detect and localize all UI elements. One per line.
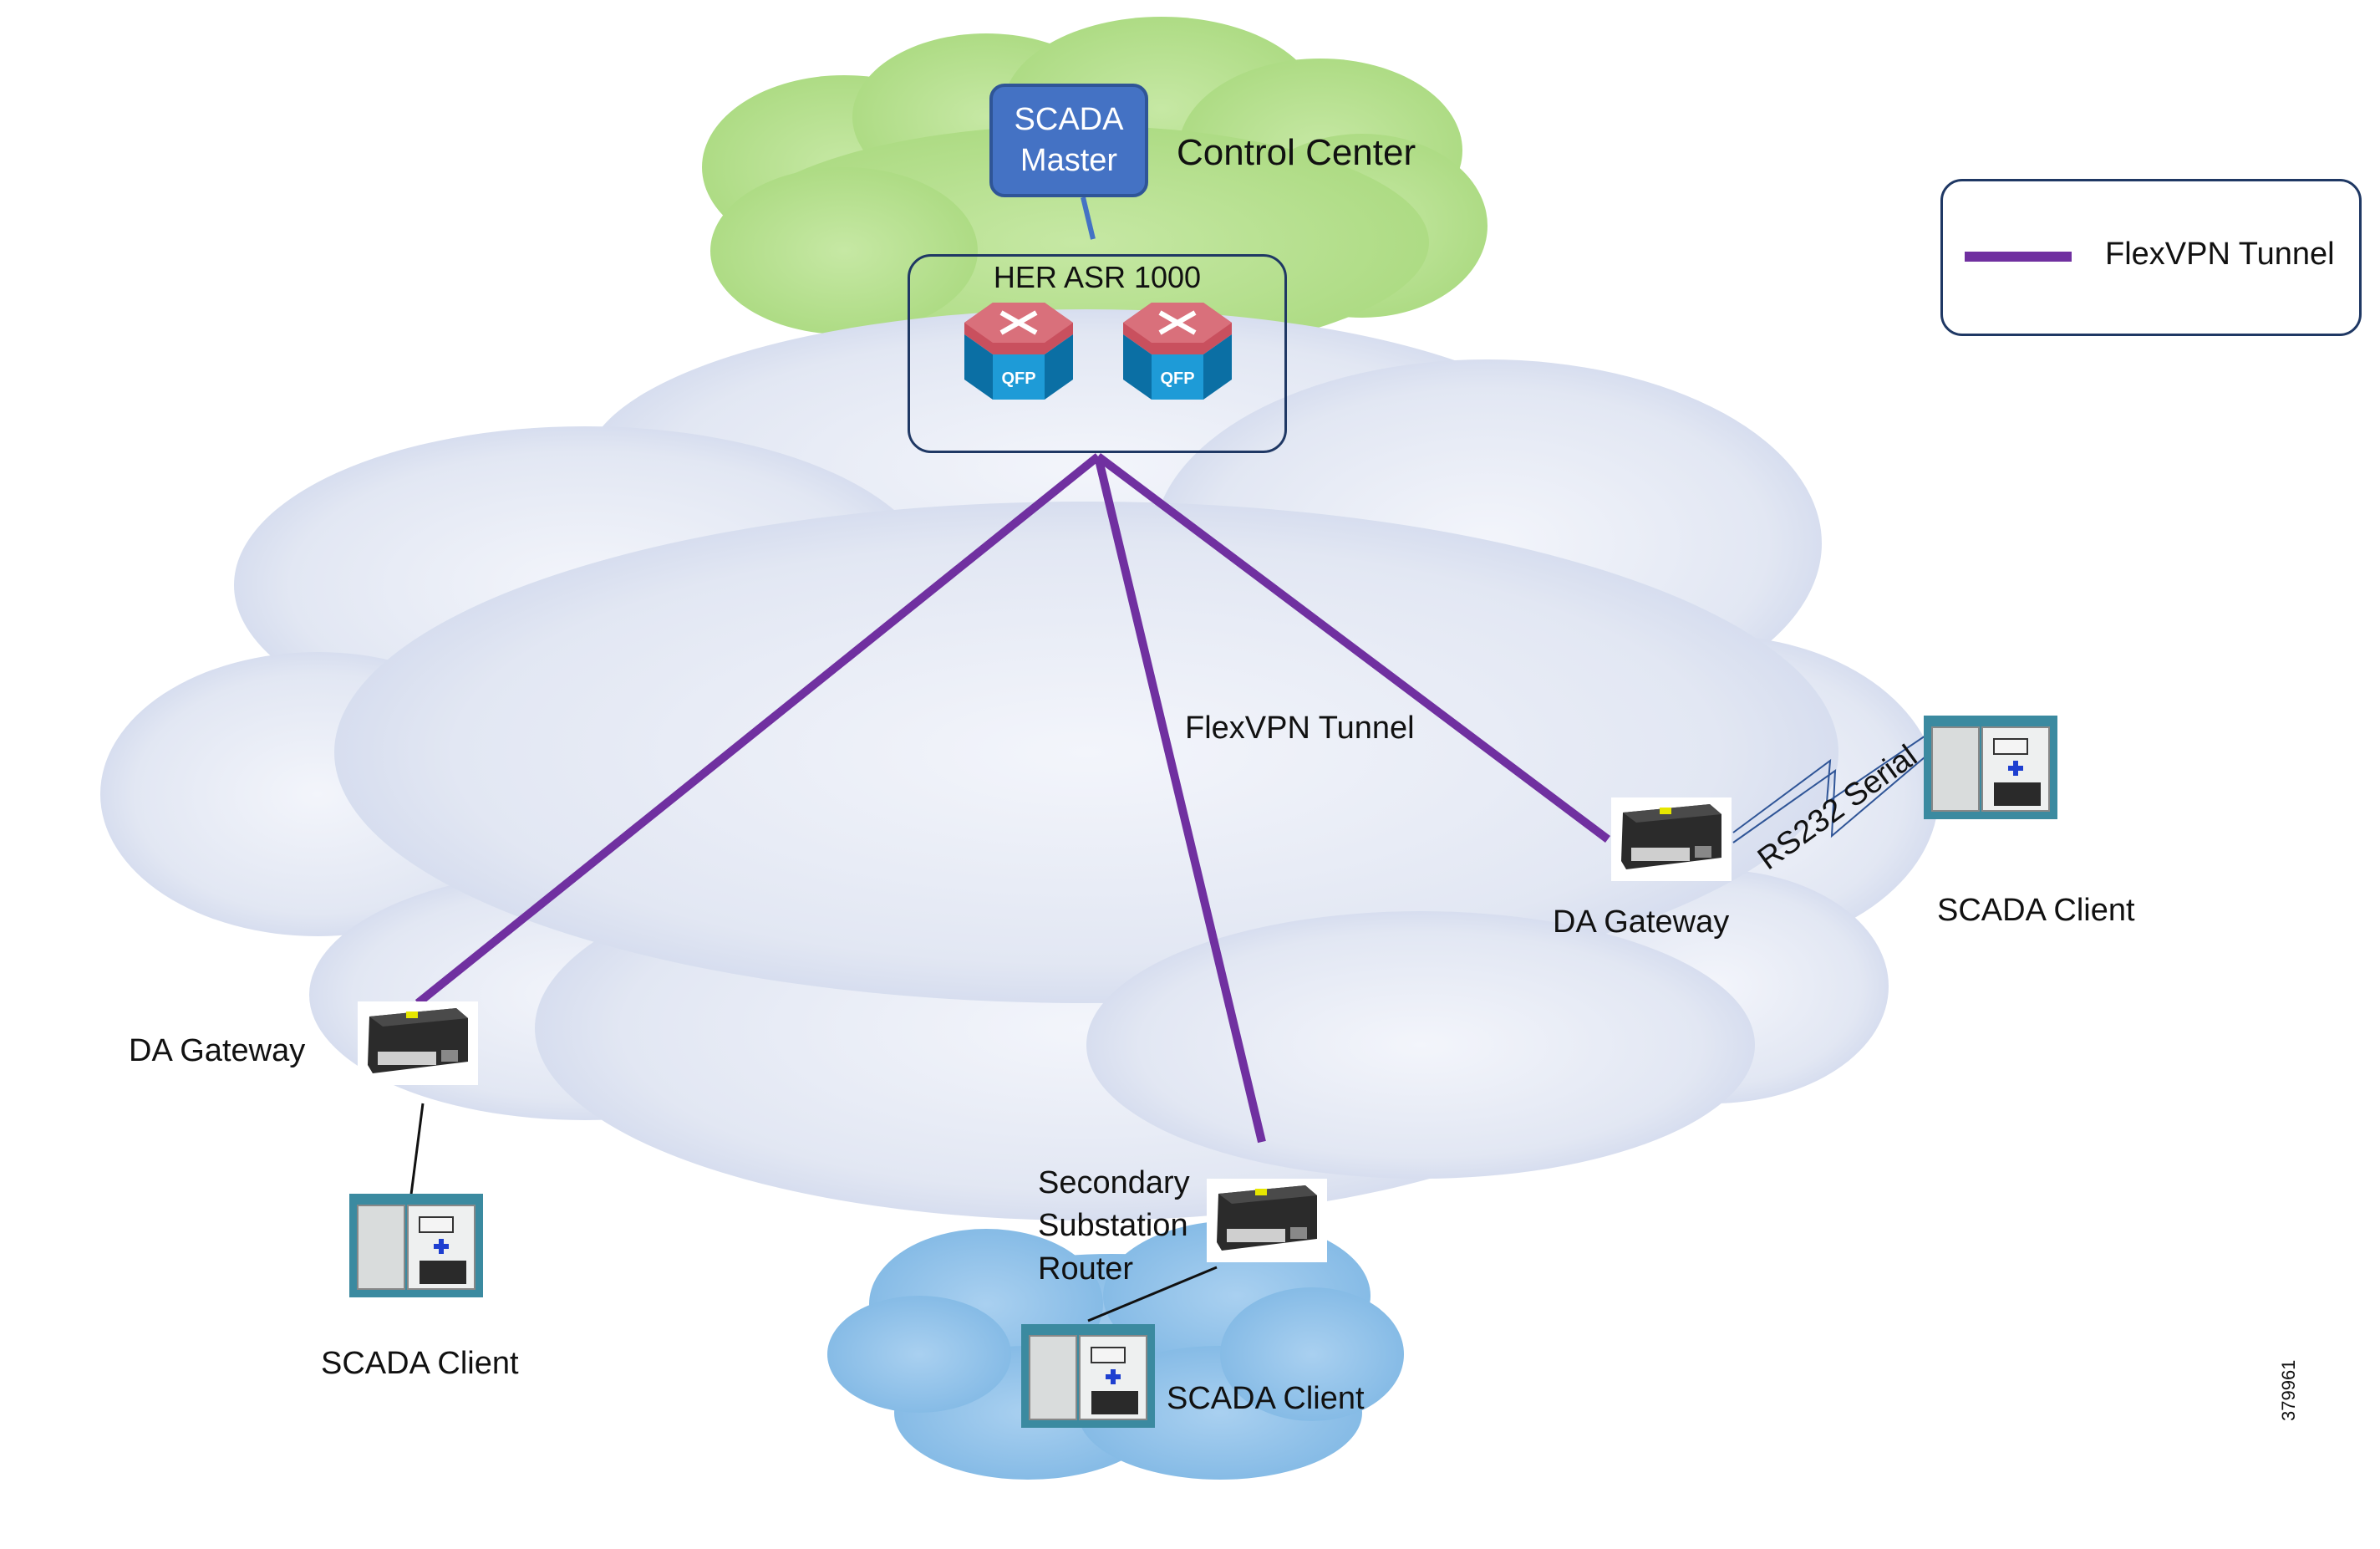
- her-label: HER ASR 1000: [993, 260, 1202, 294]
- secondary-substation-line1: Secondary: [1038, 1165, 1190, 1200]
- figure-code: 379961: [2278, 1359, 2299, 1421]
- scada-client-left-label: SCADA Client: [321, 1346, 519, 1381]
- router-badge-text: QFP: [1001, 369, 1035, 388]
- scada-client-right-label: SCADA Client: [1937, 893, 2135, 928]
- scada-master-node: SCADA Master: [989, 84, 1148, 197]
- scada-client-bottom-label: SCADA Client: [1167, 1381, 1365, 1416]
- rs232-serial-link: [1732, 731, 1931, 843]
- tunnel-to-right-gateway: [1095, 453, 1611, 843]
- legend-tunnel-label: FlexVPN Tunnel: [2105, 237, 2335, 272]
- secondary-substation-label: Secondary Substation Router: [1038, 1162, 1190, 1291]
- da-gateway-left-label: DA Gateway: [129, 1033, 306, 1068]
- da-gateway-device-icon: [1207, 1179, 1327, 1262]
- legend: FlexVPN Tunnel: [1940, 179, 2362, 336]
- scada-master-line2: Master: [1020, 143, 1118, 178]
- da-gateway-device-icon: [358, 1001, 478, 1085]
- secondary-substation-line2: Substation: [1038, 1208, 1188, 1244]
- master-her-link: [1081, 196, 1096, 240]
- legend-tunnel-swatch: [1965, 252, 2072, 262]
- control-center-label: Control Center: [1177, 132, 1416, 173]
- tunnel-to-substation: [1094, 455, 1266, 1144]
- substation-client-link: [1087, 1266, 1218, 1322]
- scada-master-line1: SCADA: [1014, 101, 1124, 137]
- router-qfp-icon: QFP: [1123, 303, 1232, 400]
- tunnel-label: FlexVPN Tunnel: [1185, 711, 1415, 746]
- secondary-substation-line3: Router: [1038, 1251, 1134, 1287]
- scada-client-cabinet-icon: [1924, 716, 2057, 819]
- da-gateway-device-icon: [1611, 797, 1732, 881]
- router-badge-text: QFP: [1160, 369, 1194, 388]
- her-asr-group: HER ASR 1000: [908, 254, 1287, 453]
- flexvpn-tunnels: [414, 453, 1611, 1144]
- da-gateway-right-label: DA Gateway: [1553, 904, 1730, 940]
- scada-client-cabinet-icon: [349, 1194, 483, 1297]
- scada-client-cabinet-icon: [1021, 1324, 1155, 1428]
- tunnel-to-left-gateway: [414, 453, 1101, 1006]
- router-qfp-icon: QFP: [964, 303, 1073, 400]
